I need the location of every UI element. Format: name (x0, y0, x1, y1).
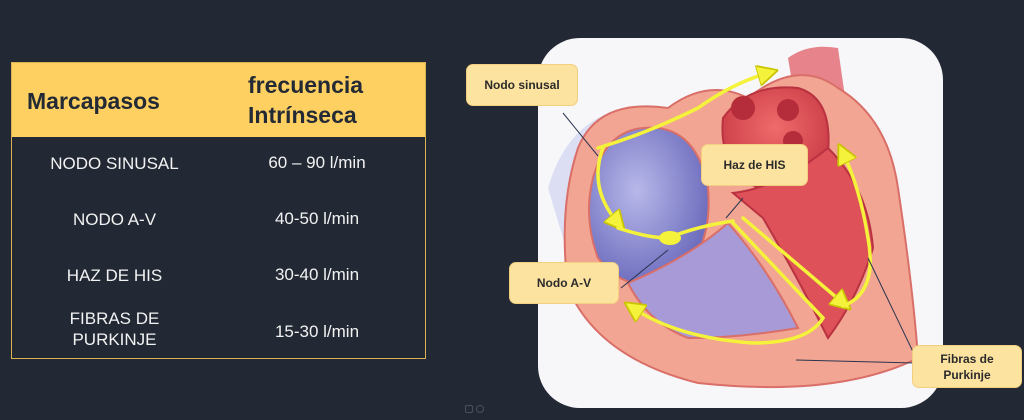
pacemaker-cell: HAZ DE HIS (66, 266, 163, 285)
rate-cell: 60 – 90 l/min (268, 153, 366, 172)
heart-conduction-diagram (548, 46, 920, 389)
header-line-2: Intrínseca (248, 102, 357, 128)
heart-illustration (538, 38, 943, 408)
label-purkinje-fibers: Fibras de Purkinje (912, 345, 1022, 388)
header-intrinsic-rate: frecuencia Intrínseca (248, 70, 363, 130)
pacemaker-cell: FIBRAS DE PURKINJE (12, 308, 217, 350)
rate-cell: 30-40 l/min (274, 265, 360, 284)
pacemaker-line-1: FIBRAS DE (69, 309, 160, 328)
pacemaker-cell: NODO A-V (72, 210, 157, 229)
rate-cell: 15-30 l/min (274, 322, 360, 341)
label-av-node: Nodo A-V (509, 262, 619, 304)
label-sinus-node: Nodo sinusal (466, 64, 578, 106)
label-his-bundle: Haz de HIS (701, 144, 808, 186)
pacemaker-line-2: PURKINJE (72, 330, 157, 349)
header-line-1: frecuencia (248, 72, 364, 98)
slide-controls (465, 405, 484, 413)
pacemaker-cell: NODO SINUSAL (50, 154, 179, 173)
header-pacemaker: Marcapasos (27, 88, 160, 114)
table-header: Marcapasos frecuencia Intrínseca (12, 63, 425, 137)
slide-control-icon[interactable] (476, 405, 484, 413)
rate-cell: 40-50 l/min (274, 209, 360, 228)
slide-control-icon[interactable] (465, 405, 473, 413)
purkinje-line-1: Fibras de (940, 351, 994, 366)
pacemaker-table: Marcapasos frecuencia Intrínseca NODO SI… (11, 62, 426, 359)
purkinje-line-2: Purkinje (943, 367, 991, 382)
